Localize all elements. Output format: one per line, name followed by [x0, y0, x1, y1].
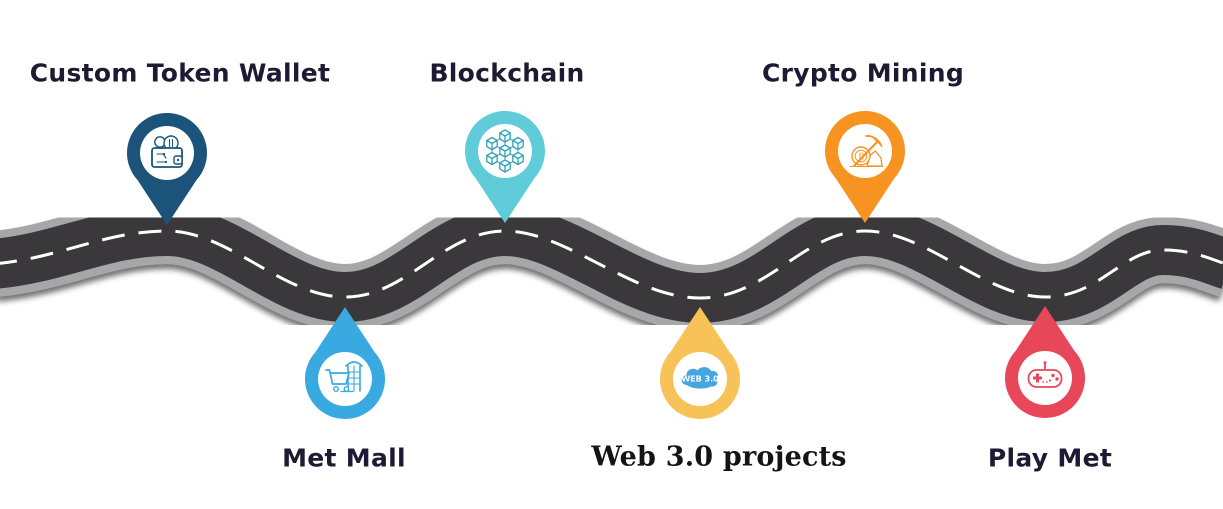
gamepad-icon [1027, 361, 1063, 388]
map-pin-met-mall [305, 307, 385, 420]
pickaxe-coin-icon [849, 135, 884, 168]
map-pin-play-met [1005, 306, 1085, 419]
milestone-label-play-met: Play Met [987, 443, 1113, 473]
milestone-label-web3-projects: Web 3.0 projects [591, 441, 847, 473]
milestone-label-blockchain: Blockchain [429, 58, 585, 88]
blockchain-network-icon [486, 129, 524, 173]
map-pin-web3-projects: WEB 3.0 [660, 307, 740, 420]
milestone-label-custom-token-wallet: Custom Token Wallet [29, 58, 331, 88]
web3-badge-text: WEB 3.0 [681, 375, 719, 384]
web3-cloud-icon: WEB 3.0 [681, 367, 719, 389]
map-pin-blockchain [465, 110, 545, 223]
map-pin-crypto-mining [825, 110, 905, 223]
wallet-icon [151, 135, 183, 168]
map-pin-custom-token-wallet [127, 112, 207, 225]
milestone-label-crypto-mining: Crypto Mining [761, 58, 965, 88]
shopping-cart-building-icon [325, 361, 363, 393]
milestone-label-met-mall: Met Mall [282, 443, 406, 473]
winding-road [0, 231, 1223, 298]
